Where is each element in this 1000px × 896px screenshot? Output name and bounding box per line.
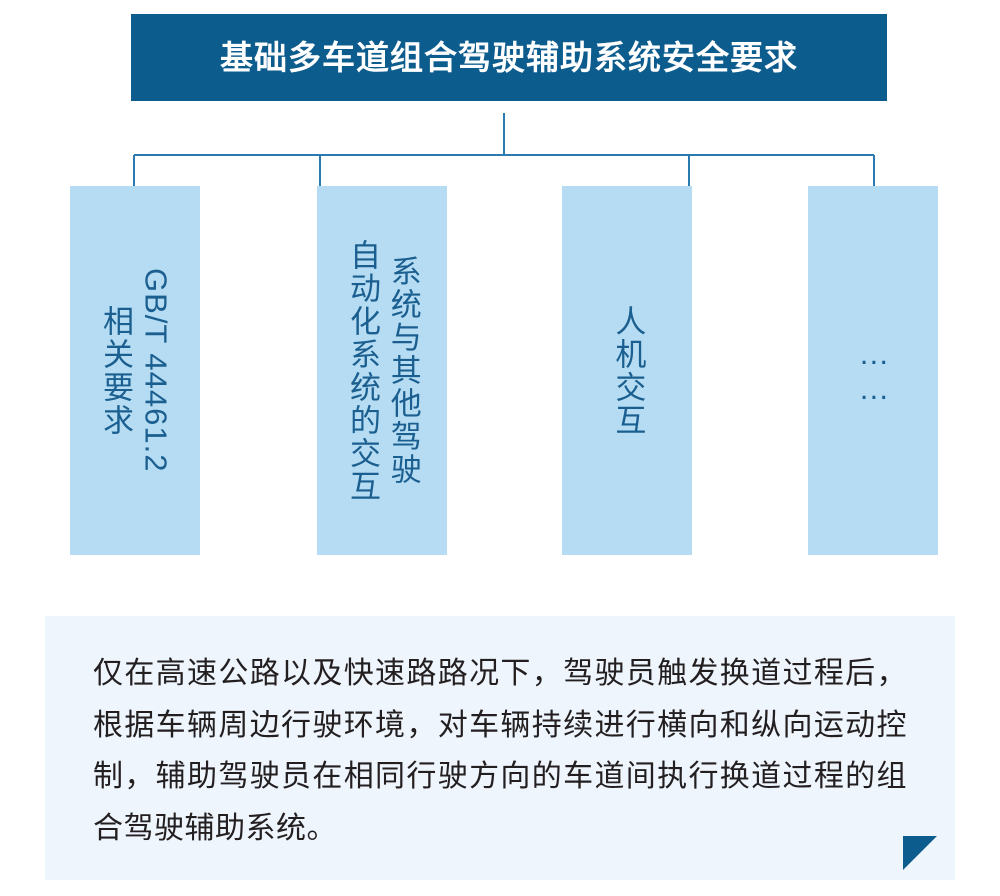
corner-triangle-decoration — [903, 836, 937, 870]
definition-text: 仅在高速公路以及快速路路况下，驾驶员触发换道过程后，根据车辆周边行驶环境，对车辆… — [93, 657, 907, 845]
category-box-ellipsis[interactable]: …… — [808, 186, 938, 555]
category-line-primary: 人机交互 — [610, 304, 646, 437]
page-title: 基础多车道组合驾驶辅助系统安全要求 — [220, 39, 798, 76]
category-line-secondary: 相关要求 — [98, 304, 133, 437]
category-box-gbt-44461-2[interactable]: GB/T 44461.2 相关要求 — [70, 186, 200, 555]
definition-panel: 仅在高速公路以及快速路路况下，驾驶员触发换道过程后，根据车辆周边行驶环境，对车辆… — [45, 616, 955, 880]
category-line-primary: 系统与其他驾驶 — [385, 255, 421, 486]
category-box-system-interaction[interactable]: 系统与其他驾驶 自动化系统的交互 — [317, 186, 447, 555]
category-line-secondary: 自动化系统的交互 — [345, 238, 380, 503]
title-banner: 基础多车道组合驾驶辅助系统安全要求 — [131, 14, 887, 101]
ellipsis-icon: …… — [856, 335, 892, 406]
category-box-human-machine-interaction[interactable]: 人机交互 — [562, 186, 692, 555]
category-line-primary: GB/T 44461.2 — [138, 268, 174, 473]
